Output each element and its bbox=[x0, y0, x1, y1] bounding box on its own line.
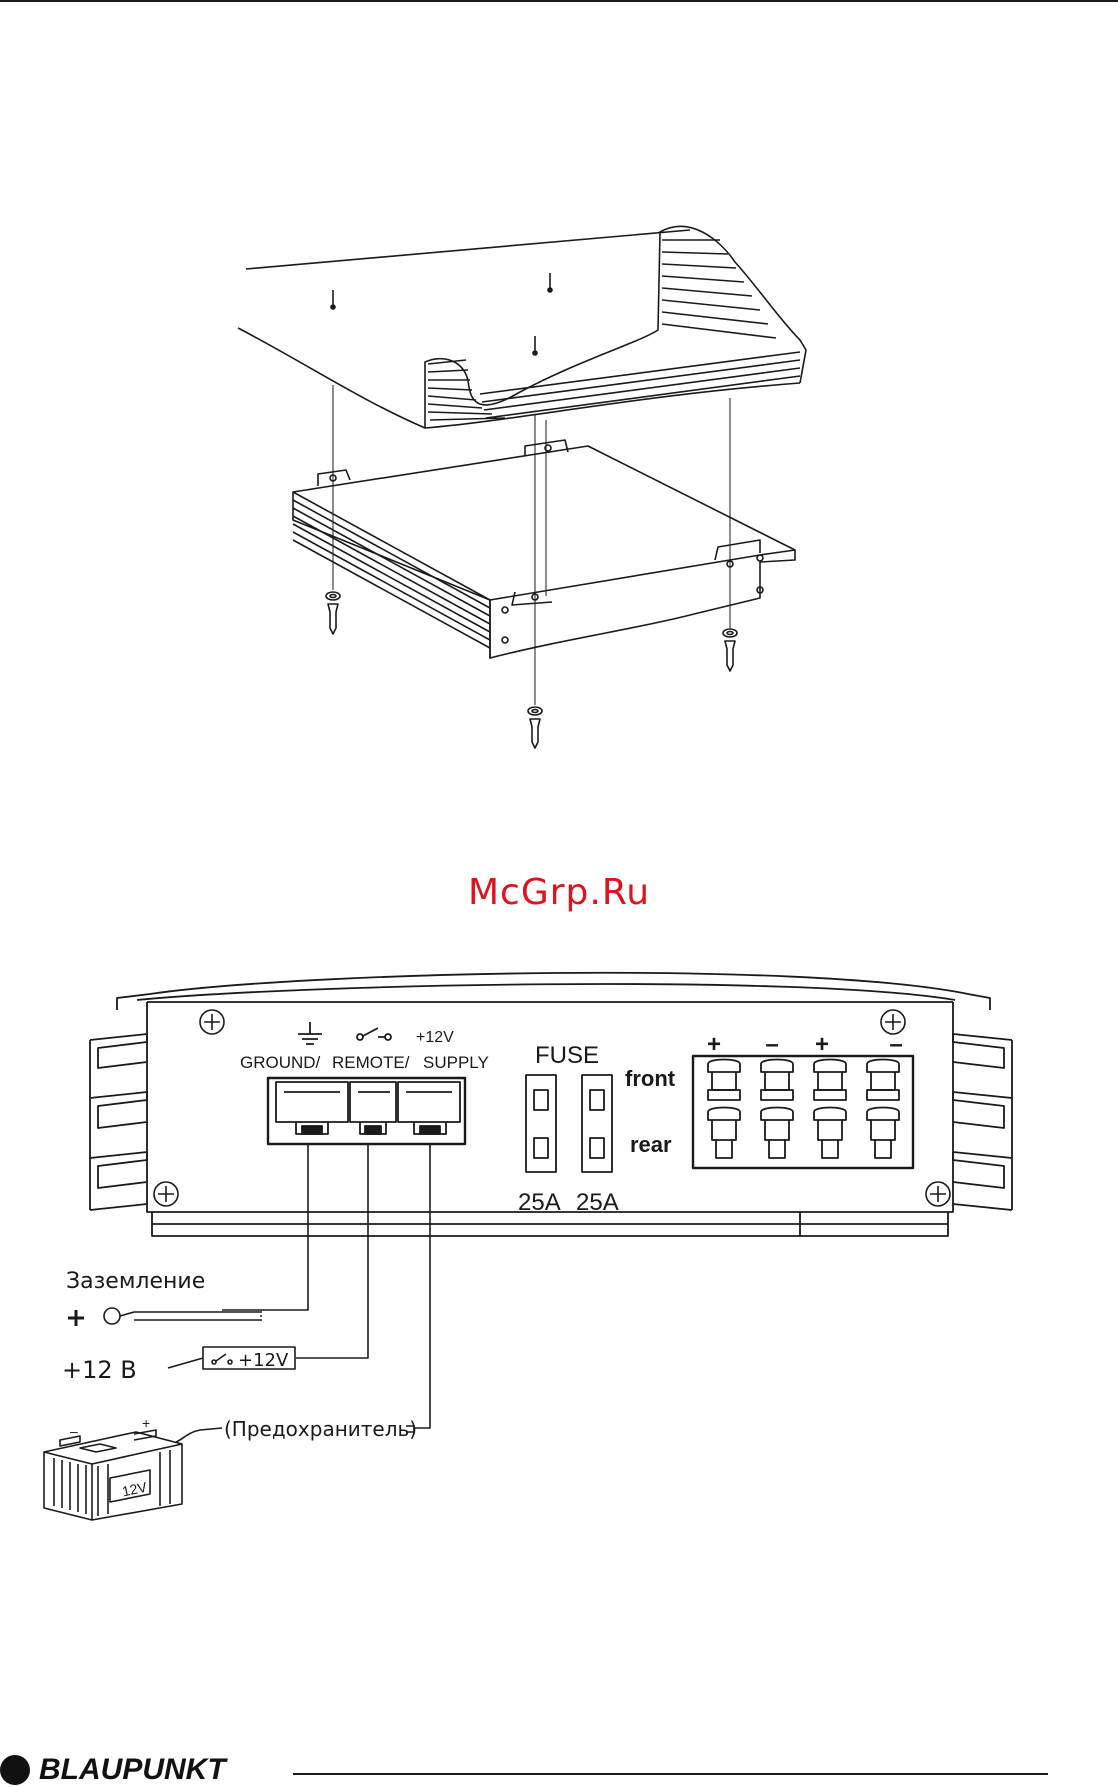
brand-logo: BLAUPUNKT bbox=[0, 1753, 226, 1786]
battery bbox=[44, 1430, 182, 1520]
supply-label: SUPPLY bbox=[423, 1053, 489, 1072]
row-rear-label: rear bbox=[630, 1132, 672, 1157]
supply-voltage-label: +12V bbox=[416, 1029, 454, 1046]
polarity-2: – bbox=[765, 1031, 778, 1058]
fuse-rating-1: 25A bbox=[518, 1189, 561, 1216]
battery-plus-label: + bbox=[142, 1415, 150, 1431]
wiring-labels: Заземление +12 В +12V (Предохранитель) 1… bbox=[62, 1269, 417, 1499]
fuse-rating-2: 25A bbox=[576, 1189, 619, 1216]
remote-switch-label: +12V bbox=[238, 1350, 289, 1371]
remote-label: REMOTE/ bbox=[332, 1053, 410, 1072]
brand-dot-icon bbox=[0, 1755, 30, 1785]
polarity-4: – bbox=[889, 1031, 902, 1058]
polarity-3: + bbox=[815, 1031, 829, 1058]
fuse-wire-label: (Предохранитель) bbox=[224, 1417, 417, 1441]
ground-label: GROUND/ bbox=[240, 1053, 321, 1072]
battery-voltage-label: 12V bbox=[121, 1479, 149, 1500]
speaker-terminal-block bbox=[693, 1056, 913, 1168]
ground-wire-label: Заземление bbox=[66, 1269, 205, 1294]
fuse-title: FUSE bbox=[535, 1042, 599, 1069]
polarity-1: + bbox=[707, 1031, 721, 1058]
footer-rule bbox=[293, 1773, 1048, 1775]
fuse-holders bbox=[526, 1075, 612, 1172]
brand-name: BLAUPUNKT bbox=[39, 1753, 226, 1787]
row-front-label: front bbox=[625, 1066, 676, 1091]
battery-minus-label: – bbox=[70, 1423, 78, 1439]
remote-source-label: +12 В bbox=[62, 1356, 137, 1384]
